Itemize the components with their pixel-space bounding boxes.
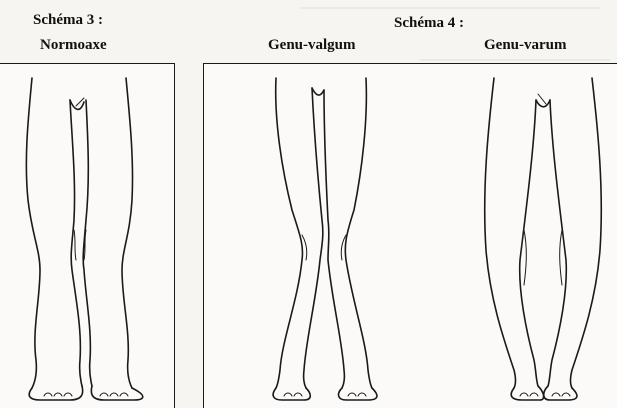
normoaxe-legs-drawing: [25, 77, 144, 401]
schema4-number: Schéma 4 :: [394, 15, 464, 31]
schema3-number: Schéma 3 :: [33, 12, 103, 28]
genu-valgum-title: Genu-valgum: [268, 37, 356, 53]
deformities-panel: [203, 63, 617, 408]
genu-varum-title: Genu-varum: [484, 37, 567, 53]
schema3-title: Normoaxe: [40, 37, 107, 53]
genu-valgum-legs-drawing: [272, 77, 378, 401]
genu-varum-legs-drawing: [483, 77, 603, 401]
normoaxe-panel: [0, 63, 175, 408]
